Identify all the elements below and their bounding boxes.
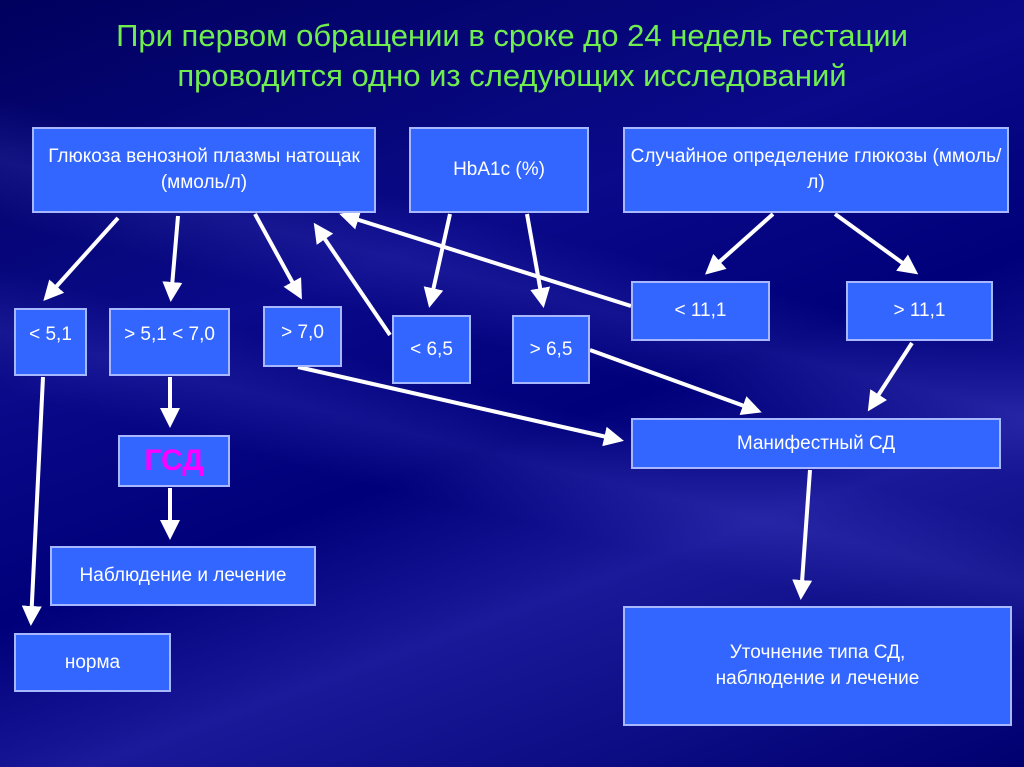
fasting-glucose-box: Глюкоза венозной плазмы натощак (ммоль/л… xyxy=(32,127,376,213)
arrow xyxy=(297,365,624,447)
arrow xyxy=(339,210,632,308)
lt-11-1-box: < 11,1 xyxy=(631,281,770,341)
hba1c-box: HbA1c (%) xyxy=(409,127,589,213)
arrow xyxy=(705,212,775,275)
observation-treatment-box: Наблюдение и лечение xyxy=(50,546,316,606)
slide-title: При первом обращении в сроке до 24 недел… xyxy=(0,16,1024,96)
arrow xyxy=(313,222,392,337)
title-line-1: При первом обращении в сроке до 24 недел… xyxy=(116,18,908,53)
arrow xyxy=(21,376,45,626)
norm-box: норма xyxy=(14,633,171,692)
arrow xyxy=(525,213,551,308)
arrow xyxy=(162,215,183,302)
arrow xyxy=(589,348,762,415)
gt-7-0-box: > 7,0 xyxy=(263,306,342,367)
arrow xyxy=(253,213,302,300)
arrow xyxy=(423,213,452,308)
arrow xyxy=(792,469,813,600)
gt-6-5-box: > 6,5 xyxy=(512,315,590,384)
clarify-type-box: Уточнение типа СД, наблюдение и лечение xyxy=(623,606,1012,726)
random-glucose-box: Случайное определение глюкозы (ммоль/л) xyxy=(623,127,1009,213)
arrow xyxy=(833,212,919,275)
range-5-1-7-0-box: > 5,1 < 7,0 xyxy=(109,308,230,376)
title-line-2: проводится одно из следующих исследовани… xyxy=(177,58,847,93)
lt-6-5-box: < 6,5 xyxy=(392,315,471,384)
arrow xyxy=(867,341,914,412)
gt-11-1-box: > 11,1 xyxy=(846,281,993,341)
arrow xyxy=(43,216,120,301)
gsd-box: ГСД xyxy=(118,435,230,487)
manifest-diabetes-box: Манифестный СД xyxy=(631,418,1001,469)
lt-5-1-box: < 5,1 xyxy=(14,308,87,376)
